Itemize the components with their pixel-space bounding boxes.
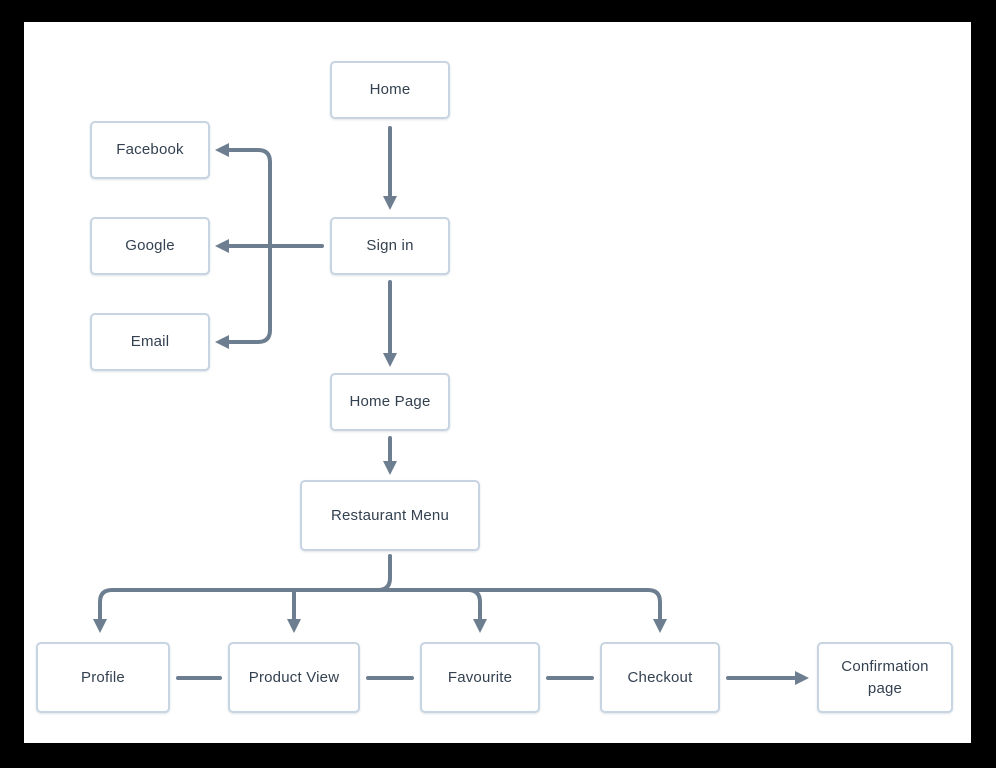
node-profile[interactable]: Profile [36,642,170,713]
node-restaurant-menu[interactable]: Restaurant Menu [300,480,480,551]
node-sign-in[interactable]: Sign in [330,217,450,275]
node-facebook[interactable]: Facebook [90,121,210,179]
node-home[interactable]: Home [330,61,450,119]
node-home-page[interactable]: Home Page [330,373,450,431]
node-favourite[interactable]: Favourite [420,642,540,713]
node-checkout[interactable]: Checkout [600,642,720,713]
node-google[interactable]: Google [90,217,210,275]
node-product-view[interactable]: Product View [228,642,360,713]
node-email[interactable]: Email [90,313,210,371]
node-confirmation-page[interactable]: Confirmation page [817,642,953,713]
